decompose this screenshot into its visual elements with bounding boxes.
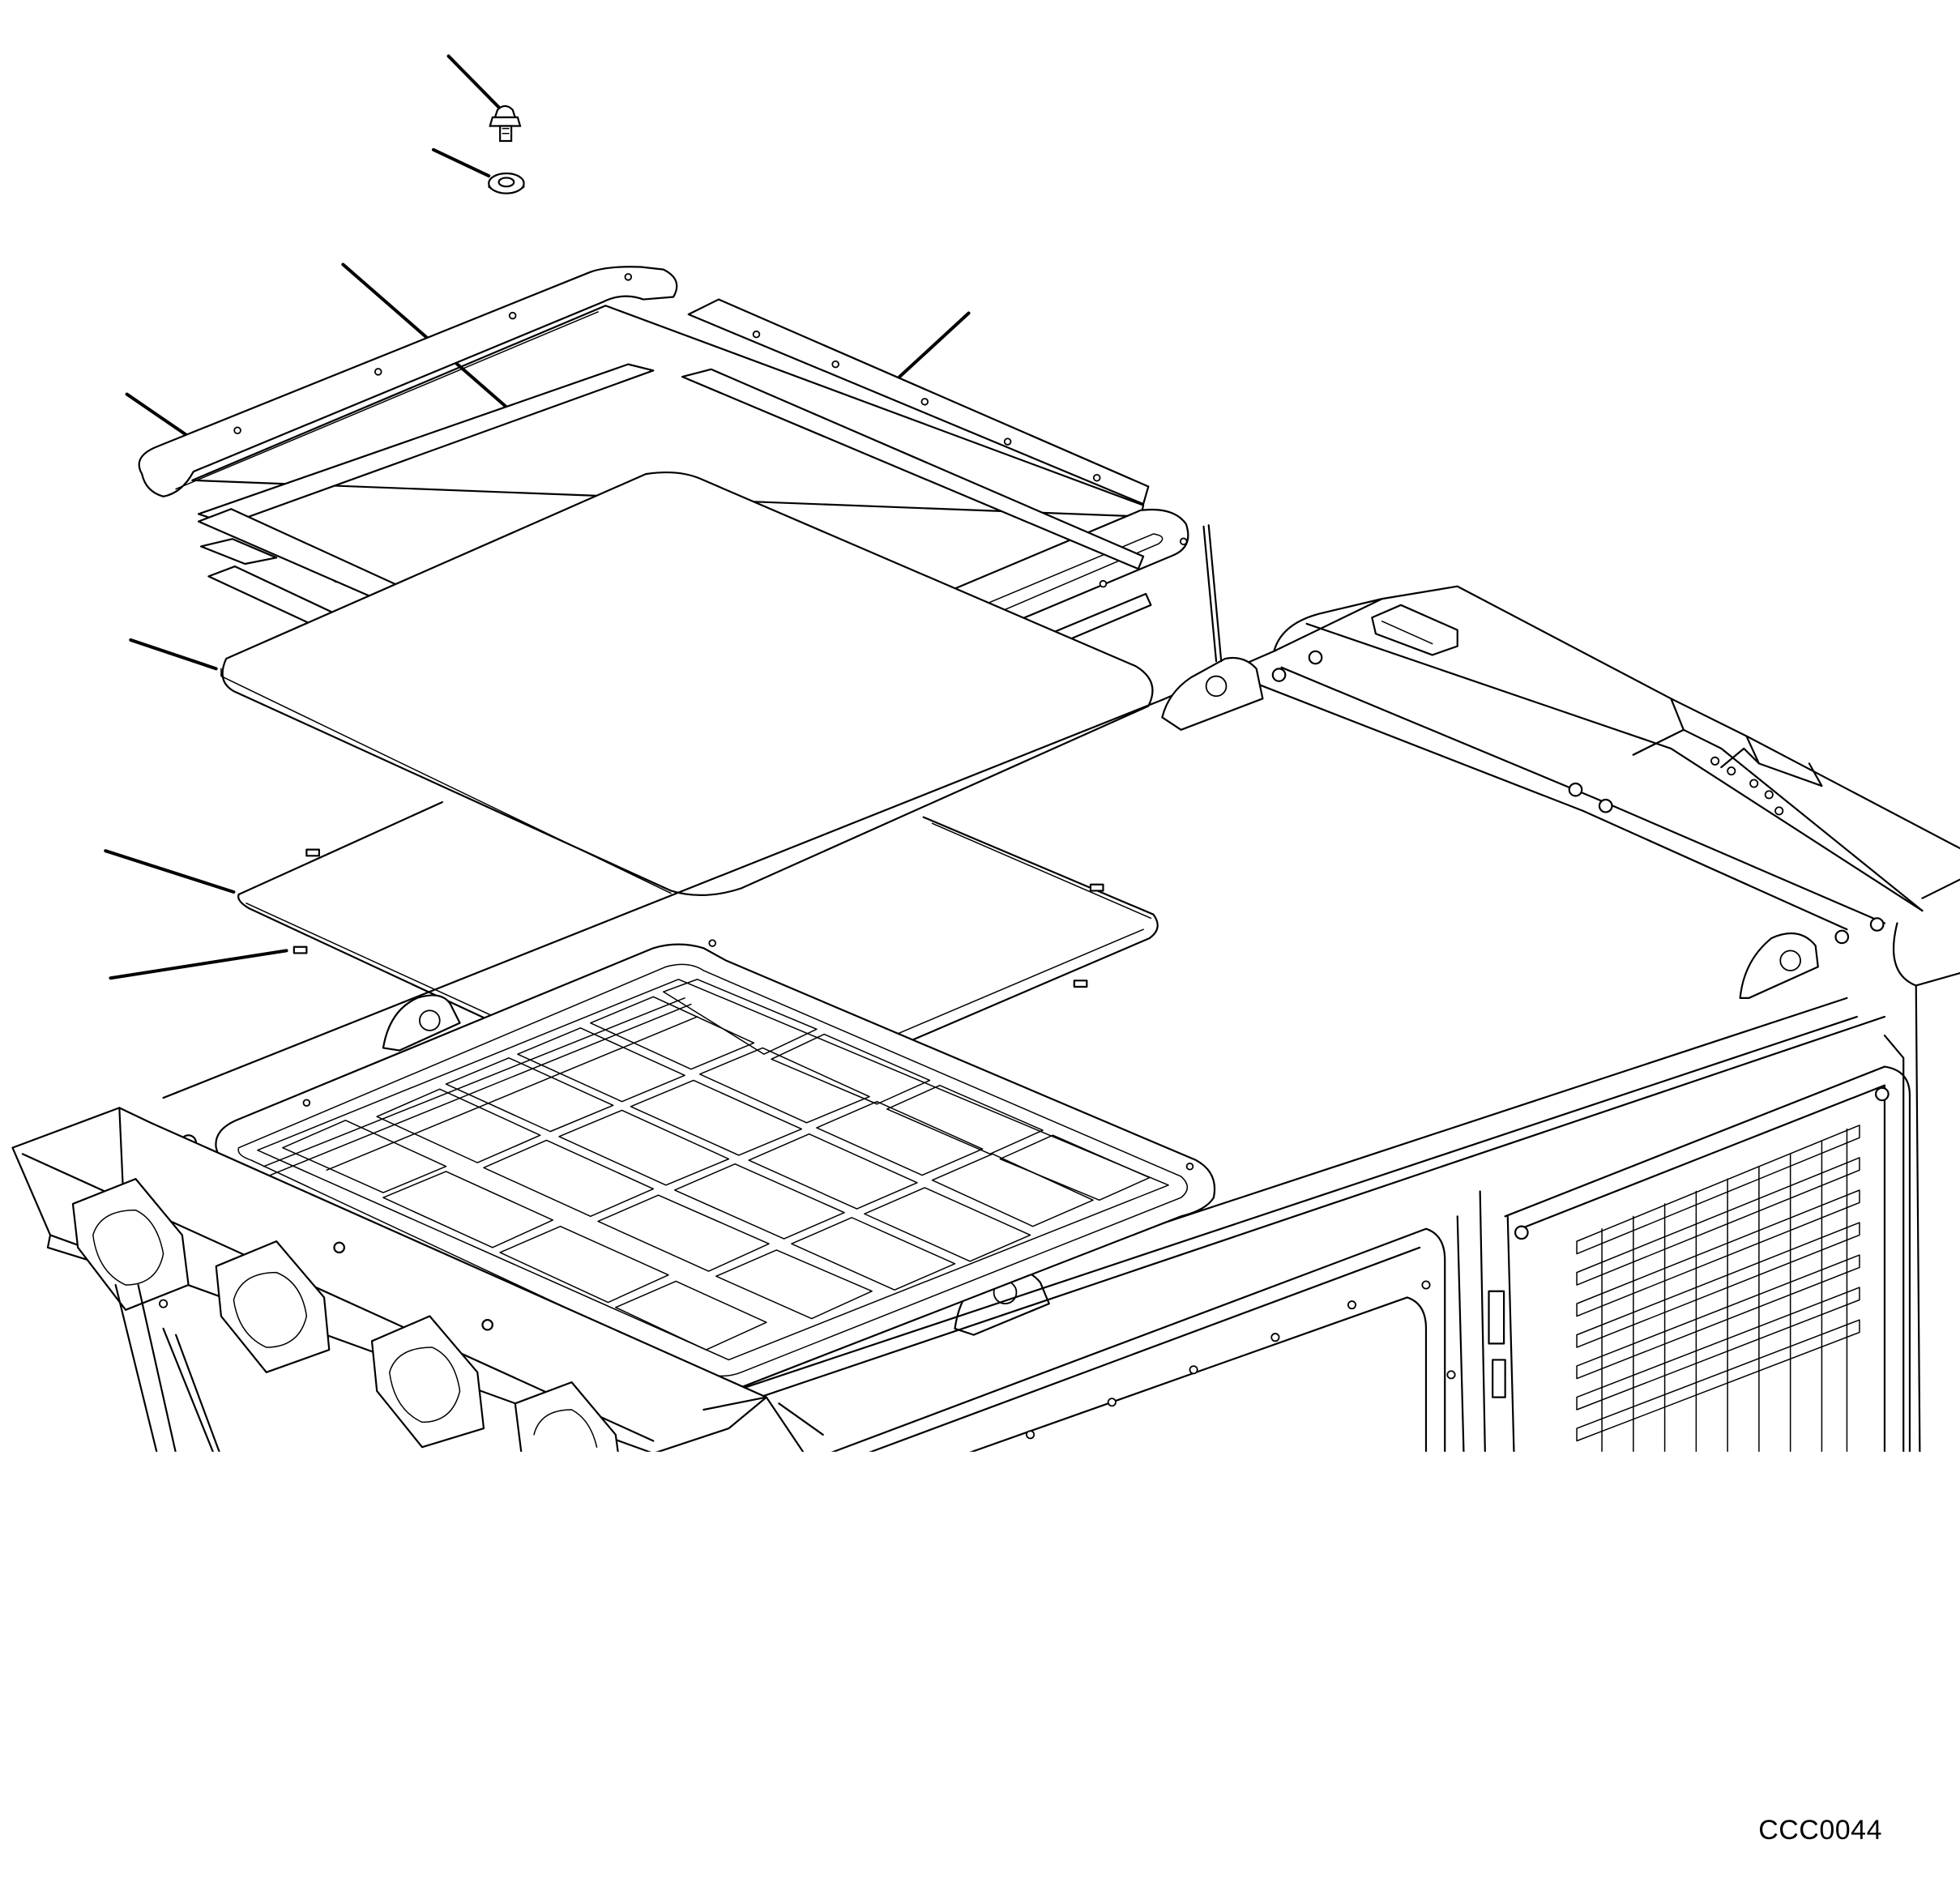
light-bar <box>13 1108 766 1453</box>
cab-side <box>703 1067 1910 1453</box>
screw-icon <box>490 106 520 141</box>
glass-panel-icon <box>221 472 1153 895</box>
figure-id-label: CCC0044 <box>1758 1815 1882 1846</box>
leader-line-seal-gasket <box>105 851 233 892</box>
grille-mesh <box>1577 1125 1860 1453</box>
leader-line-glass-panel <box>130 640 216 668</box>
leader-line-washer <box>433 150 489 176</box>
leader-line-right-strip <box>899 313 968 377</box>
washer-icon <box>489 173 523 194</box>
leader-line-screw <box>449 56 499 107</box>
leader-line-spacer-block <box>110 950 286 978</box>
